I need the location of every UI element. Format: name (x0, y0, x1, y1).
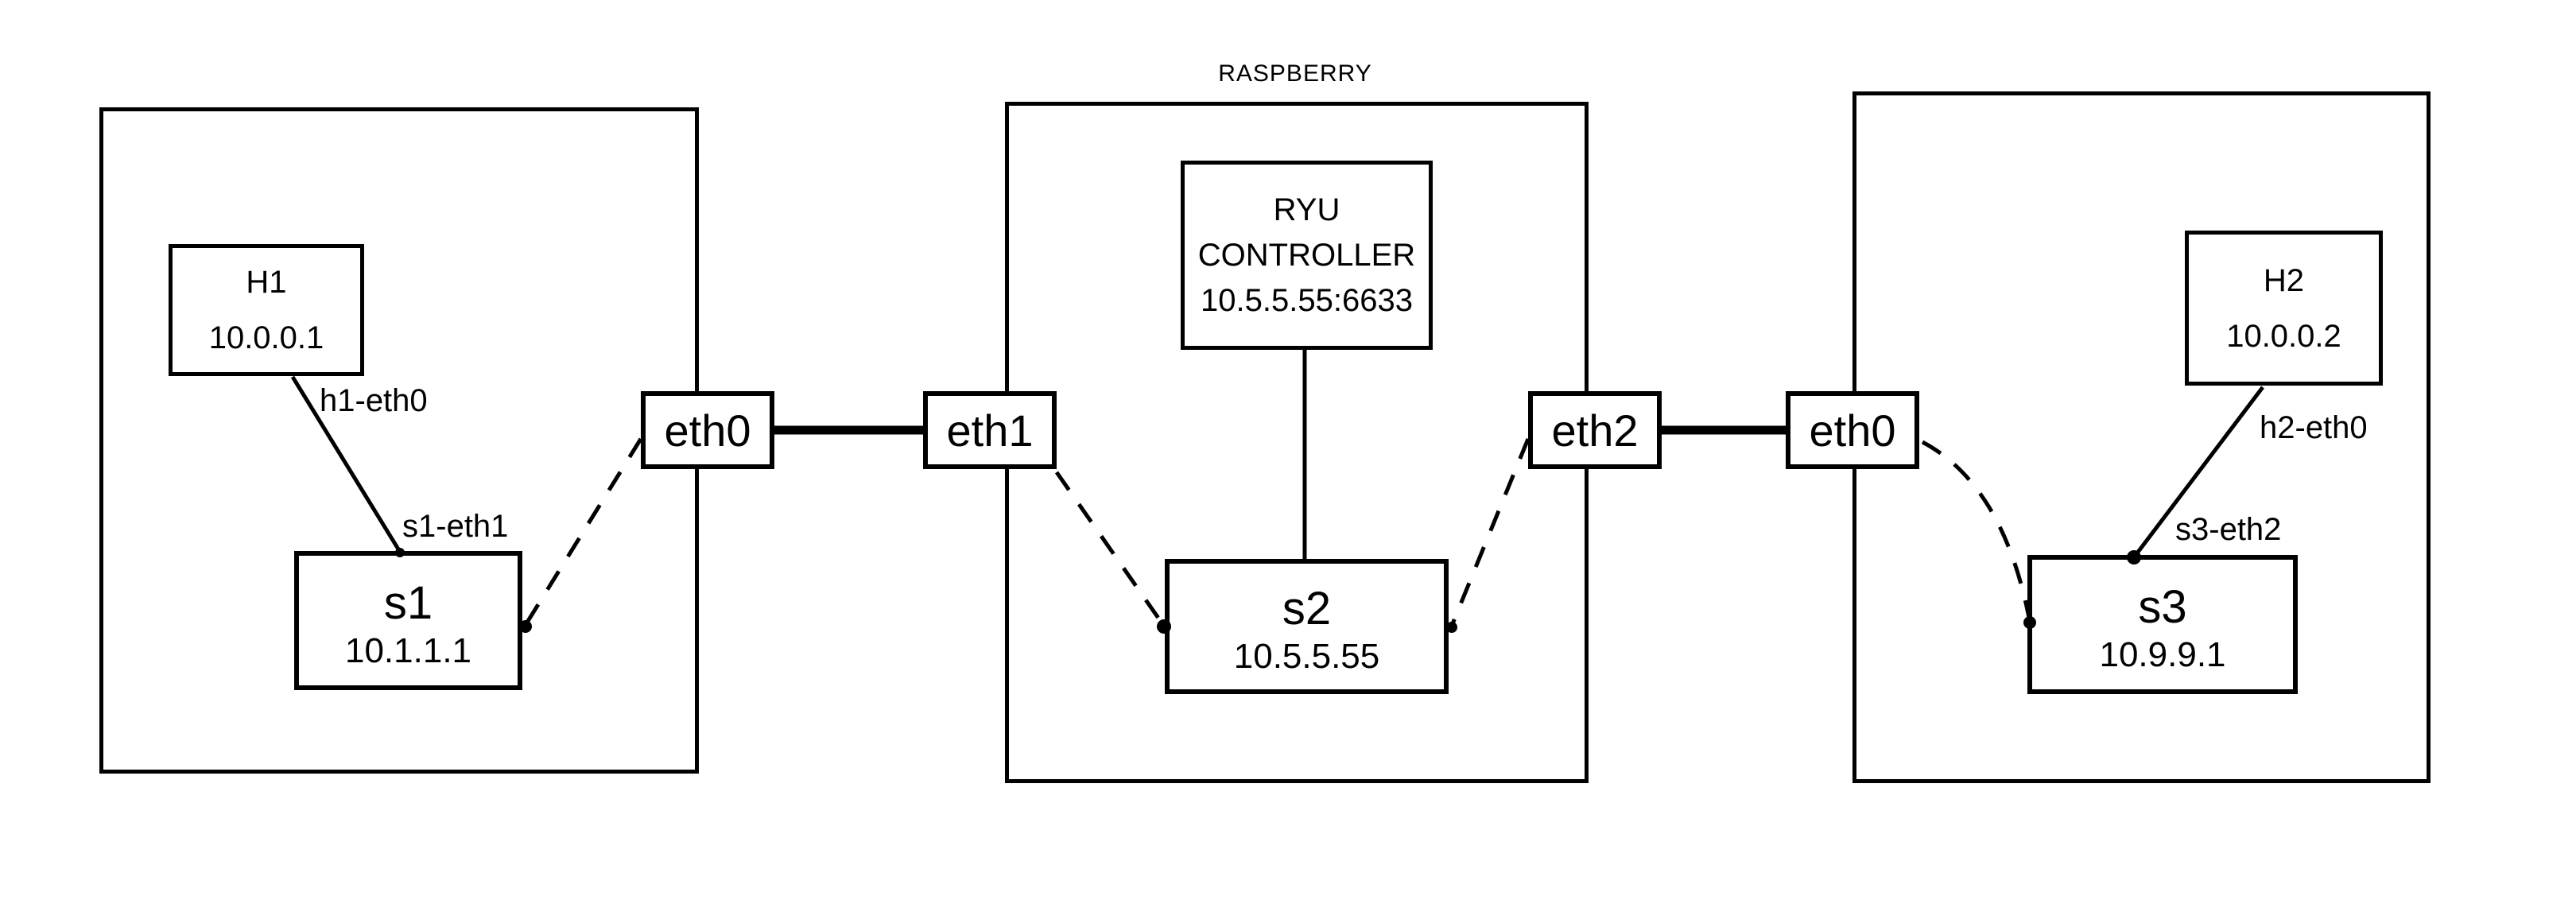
interface-eth1-raspberry: eth1 (923, 391, 1057, 469)
node-name: H2 (2263, 262, 2305, 298)
node-ip: 10.5.5.55 (1233, 637, 1380, 676)
raspberry-label: RASPBERRY (1218, 60, 1372, 87)
controller-role: CONTROLLER (1197, 237, 1416, 273)
port-label-h2-eth0: h2-eth0 (2260, 410, 2368, 445)
switch-s1-box: s1 10.1.1.1 (294, 551, 522, 690)
node-name: s3 (2138, 580, 2187, 633)
node-name: s2 (1282, 583, 1332, 634)
port-label-s3-eth2: s3-eth2 (2175, 512, 2282, 547)
switch-s3-box: s3 10.9.9.1 (2027, 555, 2298, 694)
node-ip: 10.1.1.1 (344, 630, 472, 670)
ryu-controller-box: RYU CONTROLLER 10.5.5.55:6633 (1181, 161, 1433, 350)
node-ip: 10.9.9.1 (2099, 634, 2226, 674)
host-h2-box: H2 10.0.0.2 (2185, 231, 2383, 386)
switch-s2-box: s2 10.5.5.55 (1165, 559, 1449, 694)
interface-eth0-right: eth0 (1786, 391, 1919, 469)
controller-address: 10.5.5.55:6633 (1201, 282, 1413, 318)
node-ip: 10.0.0.2 (2226, 318, 2341, 354)
node-ip: 10.0.0.1 (208, 320, 324, 355)
node-name: s1 (383, 576, 433, 629)
node-name: H1 (246, 265, 287, 300)
interface-eth2-raspberry: eth2 (1528, 391, 1662, 469)
port-label-s1-eth1: s1-eth1 (402, 509, 509, 544)
controller-name: RYU (1273, 192, 1340, 227)
host-h1-box: H1 10.0.0.1 (169, 244, 364, 376)
interface-eth0-left: eth0 (641, 391, 774, 469)
port-label-h1-eth0: h1-eth0 (320, 383, 428, 418)
